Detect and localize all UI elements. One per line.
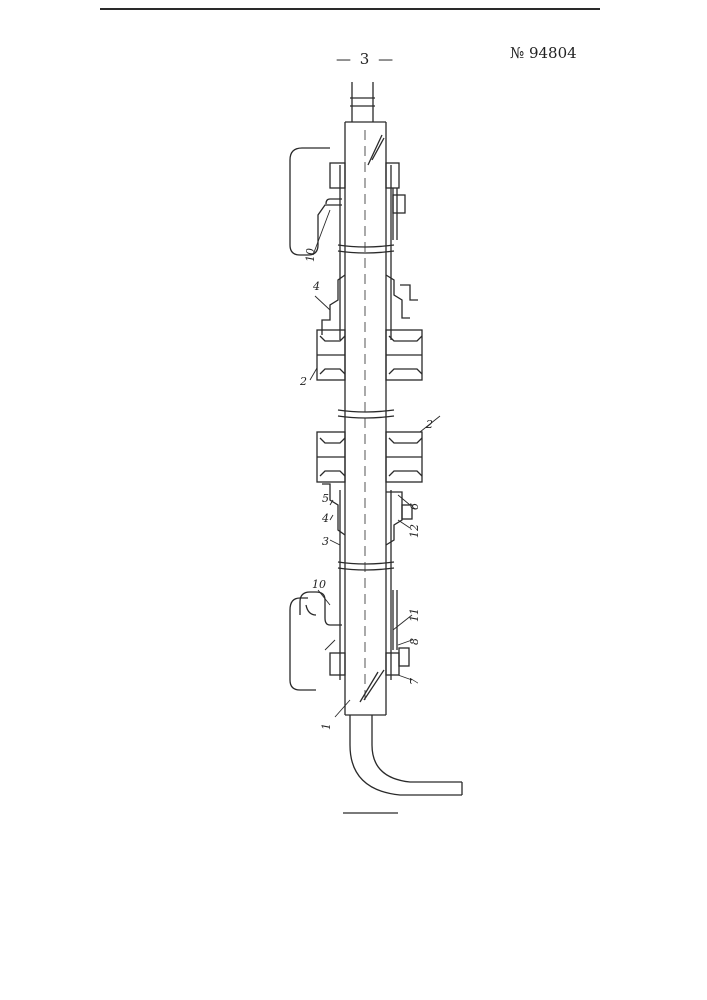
label-11: 11 bbox=[408, 608, 421, 622]
upper-step-piece bbox=[322, 275, 418, 335]
upper-hook bbox=[290, 148, 342, 255]
label-5: 5 bbox=[322, 492, 329, 505]
label-7: 7 bbox=[408, 678, 421, 685]
upper-clamps bbox=[330, 163, 405, 240]
label-4-upper: 4 bbox=[312, 280, 320, 293]
label-1: 1 bbox=[320, 723, 333, 730]
top-rod bbox=[350, 82, 375, 122]
label-8: 8 bbox=[408, 638, 421, 645]
label-6: 6 bbox=[408, 503, 421, 510]
lower-clamps bbox=[330, 590, 409, 675]
label-2-lower: 2 bbox=[425, 418, 433, 431]
label-10-lower: 10 bbox=[312, 578, 326, 591]
bent-pipe bbox=[350, 715, 462, 795]
label-12: 12 bbox=[408, 524, 421, 538]
upper-wheels bbox=[317, 330, 422, 380]
main-shaft bbox=[338, 122, 394, 715]
lower-step-piece bbox=[322, 484, 412, 545]
lower-wheels bbox=[317, 432, 422, 482]
part-labels: 10 4 2 2 5 4 3 10 6 12 11 8 7 1 bbox=[299, 248, 433, 730]
label-4-lower: 4 bbox=[321, 512, 329, 525]
label-2-upper: 2 bbox=[299, 375, 307, 388]
label-10-upper: 10 bbox=[304, 248, 317, 262]
label-3: 3 bbox=[322, 535, 329, 548]
